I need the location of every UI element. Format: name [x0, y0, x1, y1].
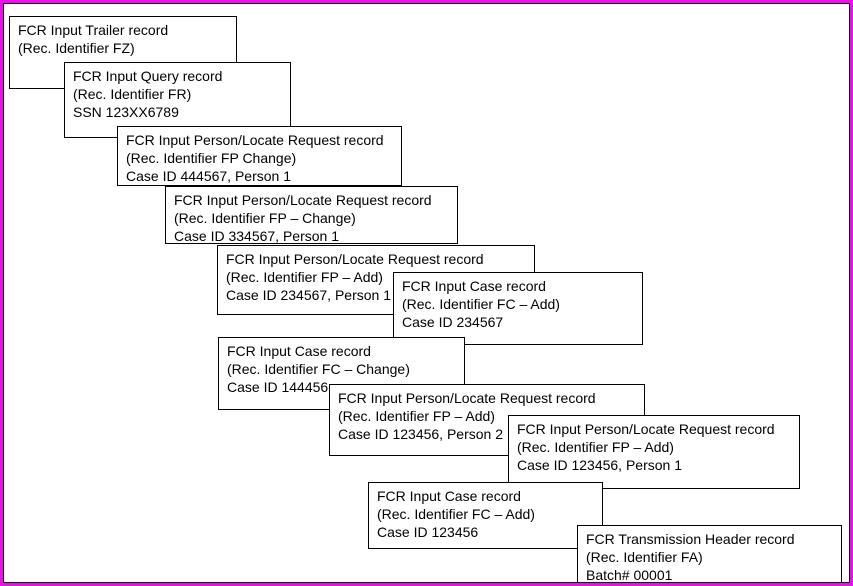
record-line: (Rec. Identifier FR)	[73, 86, 192, 102]
record-line: FCR Input Case record	[402, 278, 546, 294]
record-line: FCR Input Trailer record	[18, 22, 169, 38]
record-line: (Rec. Identifier FC – Change)	[227, 361, 410, 377]
record-line: (Rec. Identifier FP – Add)	[226, 269, 383, 285]
record-line: FCR Input Case record	[227, 343, 371, 359]
record-line: (Rec. Identifier FP – Add)	[517, 439, 674, 455]
record-line: (Rec. Identifier FA)	[586, 549, 703, 565]
record-line: FCR Input Query record	[73, 68, 223, 84]
record-line: FCR Input Person/Locate Request record	[338, 390, 596, 406]
record-line: Case ID 444567, Person 1	[126, 168, 291, 184]
record-box-input-case-record-123456: FCR Input Case record (Rec. Identifier FC…	[368, 482, 603, 549]
record-line: Batch# 00001	[586, 567, 673, 583]
record-line: FCR Input Person/Locate Request record	[174, 192, 432, 208]
record-line: FCR Input Person/Locate Request record	[226, 251, 484, 267]
record-line: Case ID 123456, Person 2	[338, 426, 503, 442]
record-line: (Rec. Identifier FP – Change)	[174, 210, 356, 226]
record-line: (Rec. Identifier FC – Add)	[402, 296, 560, 312]
record-line: (Rec. Identifier FP Change)	[126, 150, 297, 166]
record-box-input-person-locate-request-234567: FCR Input Person/Locate Request record (R…	[217, 245, 535, 315]
record-line: FCR Input Person/Locate Request record	[517, 421, 775, 437]
record-box-input-case-record-234567: FCR Input Case record (Rec. Identifier FC…	[393, 272, 643, 345]
record-line: Case ID 334567, Person 1	[174, 228, 339, 244]
record-line: Case ID 123456	[377, 524, 479, 540]
record-line: Case ID 234567, Person 1	[226, 287, 391, 303]
record-line: (Rec. Identifier FC – Add)	[377, 506, 535, 522]
record-line: FCR Input Person/Locate Request record	[126, 132, 384, 148]
record-box-transmission-header-record: FCR Transmission Header record (Rec. Iden…	[577, 525, 842, 585]
record-line: (Rec. Identifier FP – Add)	[338, 408, 495, 424]
record-line: FCR Input Case record	[377, 488, 521, 504]
record-box-input-person-locate-request-334567: FCR Input Person/Locate Request record (R…	[165, 186, 458, 244]
record-box-input-person-locate-request-444567: FCR Input Person/Locate Request record (R…	[117, 126, 402, 186]
record-line: FCR Transmission Header record	[586, 531, 795, 547]
record-box-input-person-locate-request-123456-person1: FCR Input Person/Locate Request record (R…	[508, 415, 800, 489]
record-line: (Rec. Identifier FZ)	[18, 40, 135, 56]
record-box-input-query-record: FCR Input Query record (Rec. Identifier F…	[64, 62, 291, 138]
record-line: Case ID 234567	[402, 314, 504, 330]
record-line: Case ID 144456	[227, 379, 329, 395]
record-line: SSN 123XX6789	[73, 104, 179, 120]
record-line: Case ID 123456, Person 1	[517, 457, 682, 473]
